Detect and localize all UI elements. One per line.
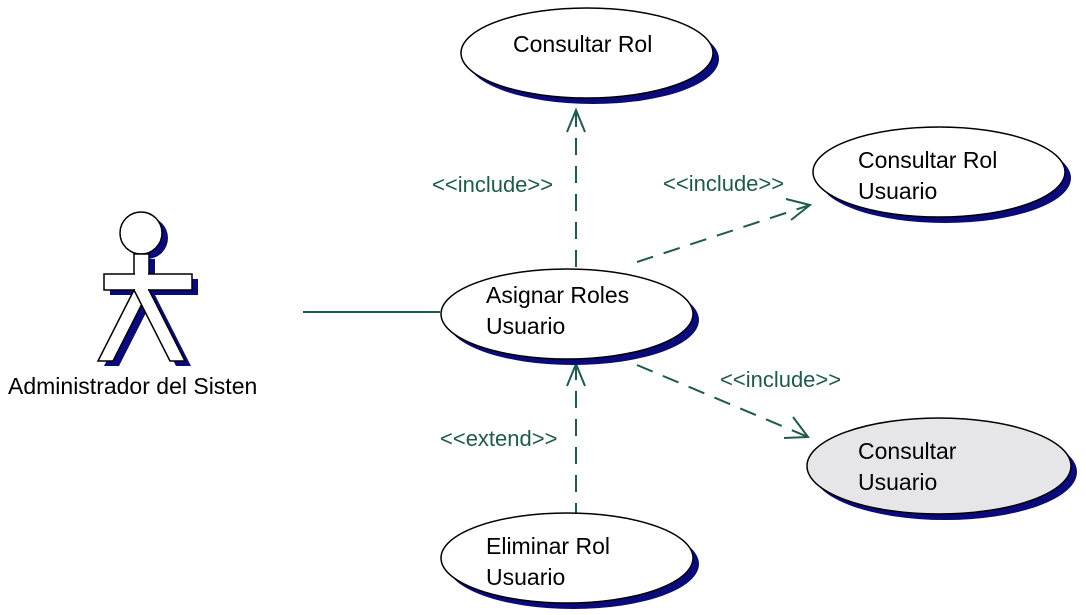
use-case-ellipse	[440, 268, 694, 360]
use-case-ellipse	[460, 7, 714, 99]
use-case-label: Asignar Roles Usuario	[486, 282, 636, 339]
include-label-consultar-usuario: <<include>>	[720, 367, 841, 392]
relationship-labels: <<include>> <<include>> <<include>> <<ex…	[432, 171, 841, 451]
use-case-consultar-rol[interactable]: Consultar Rol	[460, 7, 719, 104]
use-case-consultar-rol-usuario[interactable]: Consultar Rol Usuario	[812, 126, 1071, 223]
use-case-label: Consultar Usuario	[858, 438, 963, 495]
use-case-label: Consultar Rol Usuario	[858, 147, 1004, 204]
relationship-lines	[303, 107, 813, 520]
include-edge-consultar-rol-usuario[interactable]	[636, 204, 811, 263]
arrowhead-icon	[785, 198, 813, 221]
include-label-consultar-rol: <<include>>	[432, 172, 553, 197]
arrowhead-icon	[566, 107, 586, 133]
use-case-consultar-usuario[interactable]: Consultar Usuario	[806, 417, 1077, 520]
include-edge-consultar-usuario[interactable]	[636, 364, 809, 438]
use-case-ellipse	[812, 126, 1066, 218]
actor-icon	[96, 211, 193, 362]
use-case-asignar-roles-usuario[interactable]: Asignar Roles Usuario	[440, 268, 699, 365]
include-label-consultar-rol-usuario: <<include>>	[663, 171, 784, 196]
use-case-ellipse	[440, 512, 694, 604]
use-case-label: Consultar Rol	[513, 31, 652, 57]
actor-name: Administrador del Sisten	[8, 373, 257, 399]
use-case-eliminar-rol-usuario[interactable]: Eliminar Rol Usuario	[440, 512, 699, 609]
use-case-ellipse-highlighted	[806, 417, 1072, 515]
use-case-label: Eliminar Rol Usuario	[486, 533, 616, 590]
arrowhead-icon	[783, 416, 810, 439]
extend-label-eliminar-rol-usuario: <<extend>>	[440, 426, 557, 451]
actor-administrador[interactable]: Administrador del Sisten	[8, 211, 257, 399]
